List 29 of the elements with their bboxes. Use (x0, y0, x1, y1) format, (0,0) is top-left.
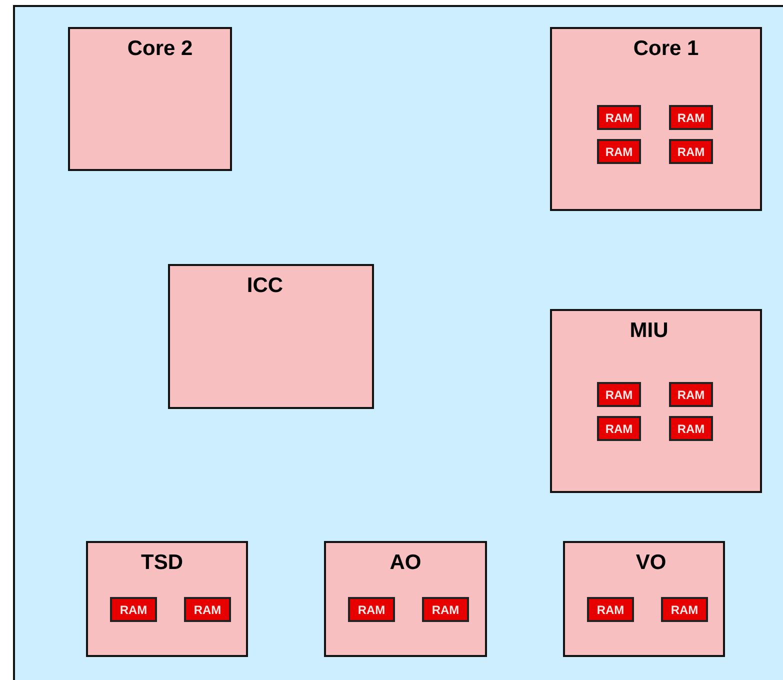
memory-block: RAM (669, 416, 713, 441)
memory-block: RAM (110, 597, 157, 622)
module-label: Core 2 (127, 37, 193, 61)
memory-block: RAM (184, 597, 231, 622)
memory-block: RAM (669, 105, 713, 130)
module-box (68, 27, 232, 171)
module-label: TSD (141, 551, 183, 575)
memory-block: RAM (669, 382, 713, 407)
module-label: MIU (630, 319, 668, 343)
memory-block: RAM (597, 382, 641, 407)
module-box (86, 541, 248, 657)
module-box (550, 27, 762, 211)
module-label: Core 1 (633, 37, 699, 61)
module-box (168, 264, 374, 409)
module-label: VO (636, 551, 666, 575)
memory-block: RAM (348, 597, 395, 622)
memory-block: RAM (669, 139, 713, 164)
module-label: ICC (246, 274, 284, 298)
memory-block: RAM (597, 416, 641, 441)
module-label: AO (390, 551, 422, 575)
memory-block: RAM (587, 597, 634, 622)
memory-block: RAM (661, 597, 708, 622)
memory-block: RAM (597, 139, 641, 164)
chip-outline (13, 5, 783, 680)
memory-block: RAM (597, 105, 641, 130)
module-box (324, 541, 487, 657)
memory-block: RAM (422, 597, 469, 622)
module-box (563, 541, 725, 657)
module-box (550, 309, 762, 493)
